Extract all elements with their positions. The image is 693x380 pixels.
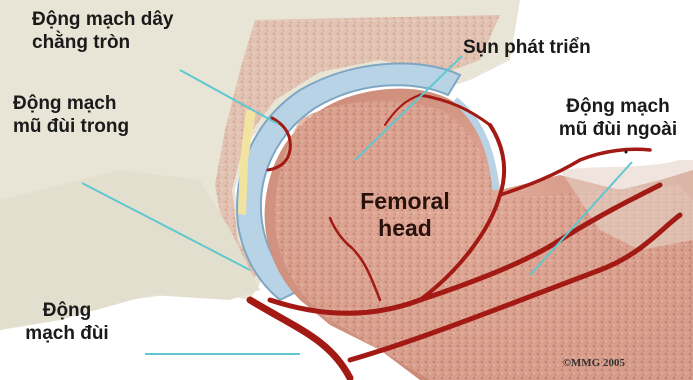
label-femoral-line-2: mạch đùi — [2, 322, 132, 345]
label-ligament-artery: Động mạch dây chằng tròn — [32, 8, 173, 54]
label-ligament-artery-line-2: chằng tròn — [32, 31, 173, 54]
copyright-text: ©MMG 2005 — [563, 357, 625, 369]
label-femoral-head-line-1: Femoral — [330, 188, 480, 215]
label-dot — [625, 151, 628, 154]
label-ligament-artery-line-1: Động mạch dây — [32, 8, 173, 31]
label-medial-line-2: mũ đùi trong — [13, 115, 129, 138]
label-lateral-line-1: Động mạch — [548, 95, 688, 118]
label-femoral-artery: Động mạch đùi — [2, 299, 132, 345]
label-femoral-head-line-2: head — [330, 215, 480, 242]
label-lateral-line-2: mũ đùi ngoài — [548, 118, 688, 141]
label-femoral-head: Femoral head — [330, 188, 480, 242]
label-femoral-line-1: Động — [2, 299, 132, 322]
label-medial-circumflex-artery: Động mạch mũ đùi trong — [13, 92, 129, 138]
label-medial-line-1: Động mạch — [13, 92, 129, 115]
label-lateral-circumflex-artery: Động mạch mũ đùi ngoài — [548, 95, 688, 141]
label-growth-cartilage: Sụn phát triển — [463, 36, 591, 59]
